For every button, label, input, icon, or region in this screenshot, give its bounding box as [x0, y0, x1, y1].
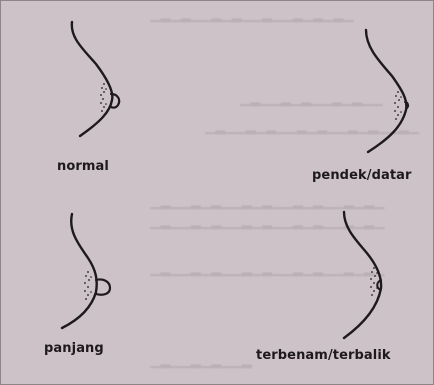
bleed-through-line: ▁▂▁▁▂▁▂▁▁▂▁▂▁▁▂▁▂▁▁▂▁ — [205, 120, 420, 135]
label-pendek-datar: pendek/datar — [312, 168, 412, 183]
label-terbenam-terbalik: terbenam/terbalik — [256, 348, 391, 363]
bleed-through-line: ▁▂▁▁▂▁▂▁▁▂▁▂▁▁▂▁▂▁▁▂▁▂▁ — [150, 195, 385, 210]
bleed-through-line: ▁▂▁▁▂▁▂▁▁▂▁▂▁▁▂▁▂▁▁▂▁▂▁ — [150, 262, 385, 277]
bleed-through-line: ▁▂▁▁▂▁▂▁▁▂ — [150, 354, 252, 369]
bleed-through-line: ▁▂▁▁▂▁▂▁▁▂▁▂▁▁▂▁▂▁▁▂▁▂▁ — [150, 215, 385, 230]
label-normal: normal — [57, 159, 109, 174]
bleed-through-line: ▁▂▁▁▂▁▂▁▁▂▁▂▁▁ — [240, 92, 383, 107]
bleed-through-line: ▁▂▁▂▁▁▂▁▂▁▁▂▁▁▂▁▂▁▂▁ — [150, 8, 354, 23]
label-panjang: panjang — [44, 341, 104, 356]
